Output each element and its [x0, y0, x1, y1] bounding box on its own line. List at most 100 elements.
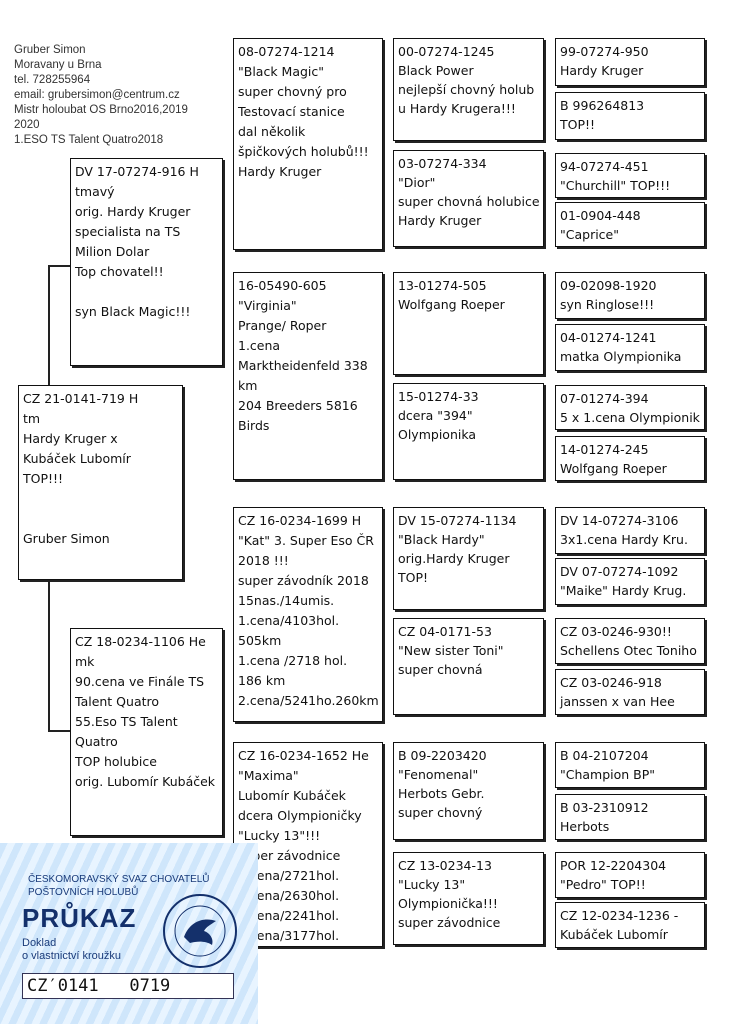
- text-line: 1.cena: [238, 338, 281, 353]
- text-line: 16-05490-605: [238, 278, 327, 293]
- text-line: Olympionička!!!: [398, 896, 498, 911]
- text-line: u Hardy Krugera!!!: [398, 101, 516, 116]
- pigeon-gen4: 94-07274-451"Churchill" TOP!!!: [555, 153, 705, 198]
- text-line: "Caprice": [560, 227, 619, 242]
- text-line: super závodník 2018: [238, 573, 369, 588]
- text-line: DV 17-07274-916 H: [75, 164, 199, 179]
- text-line: 99-07274-950: [560, 44, 649, 59]
- text-line: 09-02098-1920: [560, 278, 657, 293]
- text-line: B 996264813: [560, 98, 645, 113]
- text-line: Kubáček Lubomír: [23, 451, 131, 466]
- text-line: 14-01274-245: [560, 442, 649, 457]
- text-line: "Kat" 3. Super Eso ČR: [238, 533, 374, 548]
- text-line: 5 x 1.cena Olympionik: [560, 410, 700, 425]
- text-line: Herbots Gebr.: [398, 786, 485, 801]
- pigeon-gen4: 09-02098-1920 syn Ringlose!!!: [555, 272, 705, 319]
- text-line: tel. 728255964: [14, 74, 91, 86]
- text-line: 04-01274-1241: [560, 330, 657, 345]
- pigeon-gen4: 01-0904-448 "Caprice": [555, 202, 705, 247]
- text-line: "Maxima": [238, 768, 299, 783]
- text-line: CZ 13-0234-13: [398, 858, 492, 873]
- text-line: 55.Eso TS Talent: [75, 714, 178, 729]
- text-line: super závodnice: [398, 915, 501, 930]
- text-line: syn Ringlose!!!: [560, 297, 655, 312]
- text-line: DV 15-07274-1134: [398, 513, 517, 528]
- text-line: "Lucky 13"!!!: [238, 828, 321, 843]
- connector: [48, 265, 70, 267]
- text-line: "Black Magic": [238, 64, 325, 79]
- pigeon-gen4: DV 14-07274-3106 3x1.cena Hardy Kru.: [555, 507, 705, 554]
- text-line: 15-01274-33: [398, 389, 479, 404]
- text-line: TOP!!: [560, 117, 596, 132]
- text-line: Herbots: [560, 819, 610, 834]
- text-line: Hardy Kruger: [398, 213, 482, 228]
- pigeon-gen4: B 04-2107204"Champion BP": [555, 742, 705, 788]
- text-line: 07-01274-394: [560, 391, 649, 406]
- ring-number: CZ′0141 0719: [22, 973, 234, 999]
- text-line: specialista na TS: [75, 224, 181, 239]
- text-line: Prange/ Roper: [238, 318, 327, 333]
- text-line: Hardy Kruger: [560, 63, 644, 78]
- text-line: Gruber Simon: [14, 44, 86, 56]
- text-line: dal několik: [238, 124, 306, 139]
- text-line: super chovný: [398, 805, 483, 820]
- text-line: CZ 03-0246-930!!: [560, 624, 672, 639]
- text-line: 01-0904-448: [560, 208, 641, 223]
- text-line: Top chovatel!!: [75, 264, 164, 279]
- text-line: CZ 03-0246-918: [560, 675, 662, 690]
- text-line: 1.cena/2630hol.: [238, 888, 340, 903]
- card-subtitle: Doklad o vlastnictví kroužku: [22, 937, 122, 962]
- text-line: 3x1.cena Hardy Kru.: [560, 532, 688, 547]
- pigeon-gen3: B 09-2203420 "Fenomenal" Herbots Gebr. supe…: [393, 742, 544, 840]
- text-line: Mistr holoubat OS Brno2016,2019: [14, 104, 188, 116]
- text-line: Hardy Kruger x: [23, 431, 118, 446]
- text-line: "Maike" Hardy Krug.: [560, 583, 687, 598]
- text-line: 90.cena ve Finále TS: [75, 674, 205, 689]
- card-organization: ČESKOMORAVSKÝ SVAZ CHOVATELŮ POŠTOVNÍCH …: [28, 874, 210, 898]
- text-line: CZ 21-0141-719 H: [23, 391, 139, 406]
- text-line: Schellens Otec Toniho: [560, 643, 697, 658]
- pigeon-gen4: 07-01274-394 5 x 1.cena Olympionik: [555, 385, 705, 430]
- text-line: Wolfgang Roeper: [398, 297, 505, 312]
- text-line: 2.cena/5241ho.260km: [238, 693, 379, 708]
- text-line: 1.cena/2721hol.: [238, 868, 340, 883]
- text-line: TOP!!!: [23, 471, 64, 486]
- text-line: TOP!: [398, 570, 429, 585]
- text-line: Marktheidenfeld 338: [238, 358, 368, 373]
- text-line: 00-07274-1245: [398, 44, 495, 59]
- connector: [48, 265, 50, 385]
- text-line: super chovný pro: [238, 84, 347, 99]
- text-line: POR 12-2204304: [560, 858, 667, 873]
- text-line: TOP holubice: [75, 754, 157, 769]
- text-line: 204 Breeders 5816: [238, 398, 358, 413]
- text-line: Lubomír Kubáček: [238, 788, 346, 803]
- text-line: B 03-2310912: [560, 800, 649, 815]
- text-line: "Fenomenal": [398, 767, 479, 782]
- text-line: 08-07274-1214: [238, 44, 335, 59]
- text-line: 186 km: [238, 673, 286, 688]
- text-line: super chovná holubice: [398, 194, 540, 209]
- text-line: CZ 18-0234-1106 He: [75, 634, 206, 649]
- text-line: DV 14-07274-3106: [560, 513, 679, 528]
- text-line: B 09-2203420: [398, 748, 487, 763]
- text-line: 2020: [14, 119, 40, 131]
- text-line: CZ 12-0234-1236 -: [560, 908, 679, 923]
- text-line: "Champion BP": [560, 767, 656, 782]
- card-title: PRŮKAZ: [22, 903, 137, 933]
- pigeon-gen4: POR 12-2204304 "Pedro" TOP!!: [555, 852, 705, 898]
- text-line: "Churchill" TOP!!!: [560, 178, 671, 193]
- text-line: super chovná: [398, 662, 483, 677]
- text-line: CZ 04-0171-53: [398, 624, 492, 639]
- text-line: "Pedro" TOP!!: [560, 877, 646, 892]
- text-line: špičkových holubů!!!: [238, 144, 369, 159]
- text-line: 2018 !!!: [238, 553, 289, 568]
- text-line: tmavý: [75, 184, 115, 199]
